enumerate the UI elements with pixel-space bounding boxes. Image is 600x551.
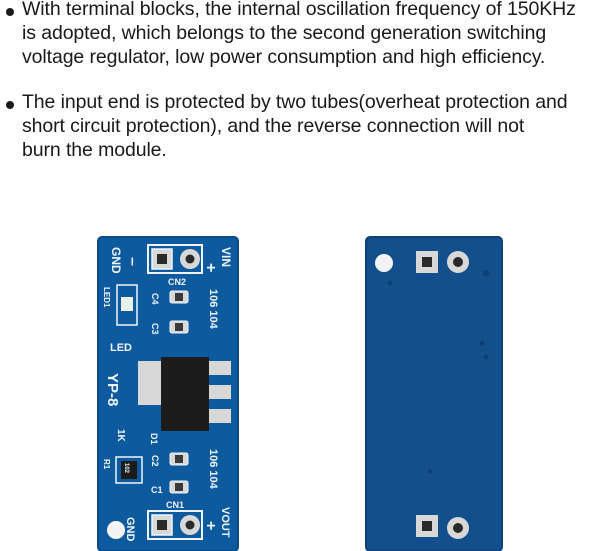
silk-model: YP-8 — [104, 373, 121, 406]
silk-gnd-top: GND — [109, 247, 123, 274]
silk-cap-values-bottom: 106 104 — [207, 449, 219, 490]
silk-c2: C2 — [150, 455, 160, 467]
silk-c1: C1 — [151, 485, 163, 495]
via — [479, 340, 485, 346]
pad-hole — [453, 257, 463, 267]
regulator-chip — [161, 357, 209, 431]
silk-plus-top: + — [202, 263, 219, 272]
via — [387, 280, 393, 286]
feature-line: burn the module. — [22, 139, 167, 161]
silk-r1: R1 — [102, 459, 111, 470]
pad-hole — [185, 520, 195, 530]
via — [428, 469, 432, 473]
silk-vin: VIN — [219, 247, 233, 267]
silk-plus-bottom: + — [202, 521, 219, 530]
capacitor-body — [175, 455, 183, 463]
regulator-pin — [209, 409, 231, 423]
via — [483, 270, 489, 276]
silk-gnd-bottom: GND — [124, 517, 136, 542]
module-illustration: GND – VIN + CN2 C4 C3 106 104 LED1 LED Y… — [97, 236, 503, 551]
silk-1k: 1K — [115, 429, 126, 443]
pad-hole — [453, 523, 463, 533]
bullet-dot — [6, 101, 14, 109]
capacitor-body — [175, 293, 183, 301]
pad-hole — [422, 257, 432, 267]
regulator-pin — [209, 385, 231, 399]
regulator-pin — [209, 361, 231, 375]
pad-hole — [157, 520, 167, 530]
bullet-dot — [6, 8, 14, 16]
product-photo: GND – VIN + CN2 C4 C3 106 104 LED1 LED Y… — [0, 225, 600, 551]
led — [121, 297, 133, 311]
feature-line: short circuit protection), and the rever… — [22, 115, 525, 137]
mounting-hole — [375, 254, 393, 272]
regulator-tab — [138, 361, 162, 405]
feature-line: is adopted, which belongs to the second … — [22, 22, 547, 44]
feature-line: With terminal blocks, the internal oscil… — [22, 0, 576, 20]
via — [483, 354, 489, 360]
feature-text: With terminal blocks, the internal oscil… — [22, 0, 592, 69]
silk-cn1: CN1 — [166, 500, 184, 510]
pad-hole — [185, 254, 195, 264]
silk-c3: C3 — [150, 323, 160, 335]
resistor-outline — [115, 456, 143, 484]
silk-vout: VOUT — [219, 507, 231, 538]
feature-line: The input end is protected by two tubes(… — [22, 91, 568, 113]
feature-text: The input end is protected by two tubes(… — [22, 90, 592, 162]
terminal-outline-bottom — [147, 510, 203, 540]
silk-resistor-code: 102 — [123, 463, 129, 474]
silk-cn2: CN2 — [168, 277, 186, 287]
board-front: GND – VIN + CN2 C4 C3 106 104 LED1 LED Y… — [97, 236, 239, 551]
pad-hole — [422, 521, 432, 531]
board-back — [365, 236, 503, 551]
led-outline — [116, 284, 138, 326]
capacitor-body — [175, 323, 183, 331]
terminal-outline-top — [147, 244, 203, 274]
feature-line: voltage regulator, low power consumption… — [22, 46, 546, 68]
silk-led: LED — [110, 342, 132, 354]
resistor — [121, 461, 137, 479]
pad-hole — [157, 254, 167, 264]
silk-minus: – — [124, 257, 141, 266]
silk-cap-values-top: 106 104 — [207, 289, 219, 330]
pcb-back — [365, 236, 503, 551]
silk-c4: C4 — [150, 293, 160, 305]
silk-led1: LED1 — [102, 287, 111, 308]
silk-d1: D1 — [149, 433, 159, 445]
capacitor-body — [175, 483, 183, 491]
mounting-hole — [107, 521, 125, 539]
